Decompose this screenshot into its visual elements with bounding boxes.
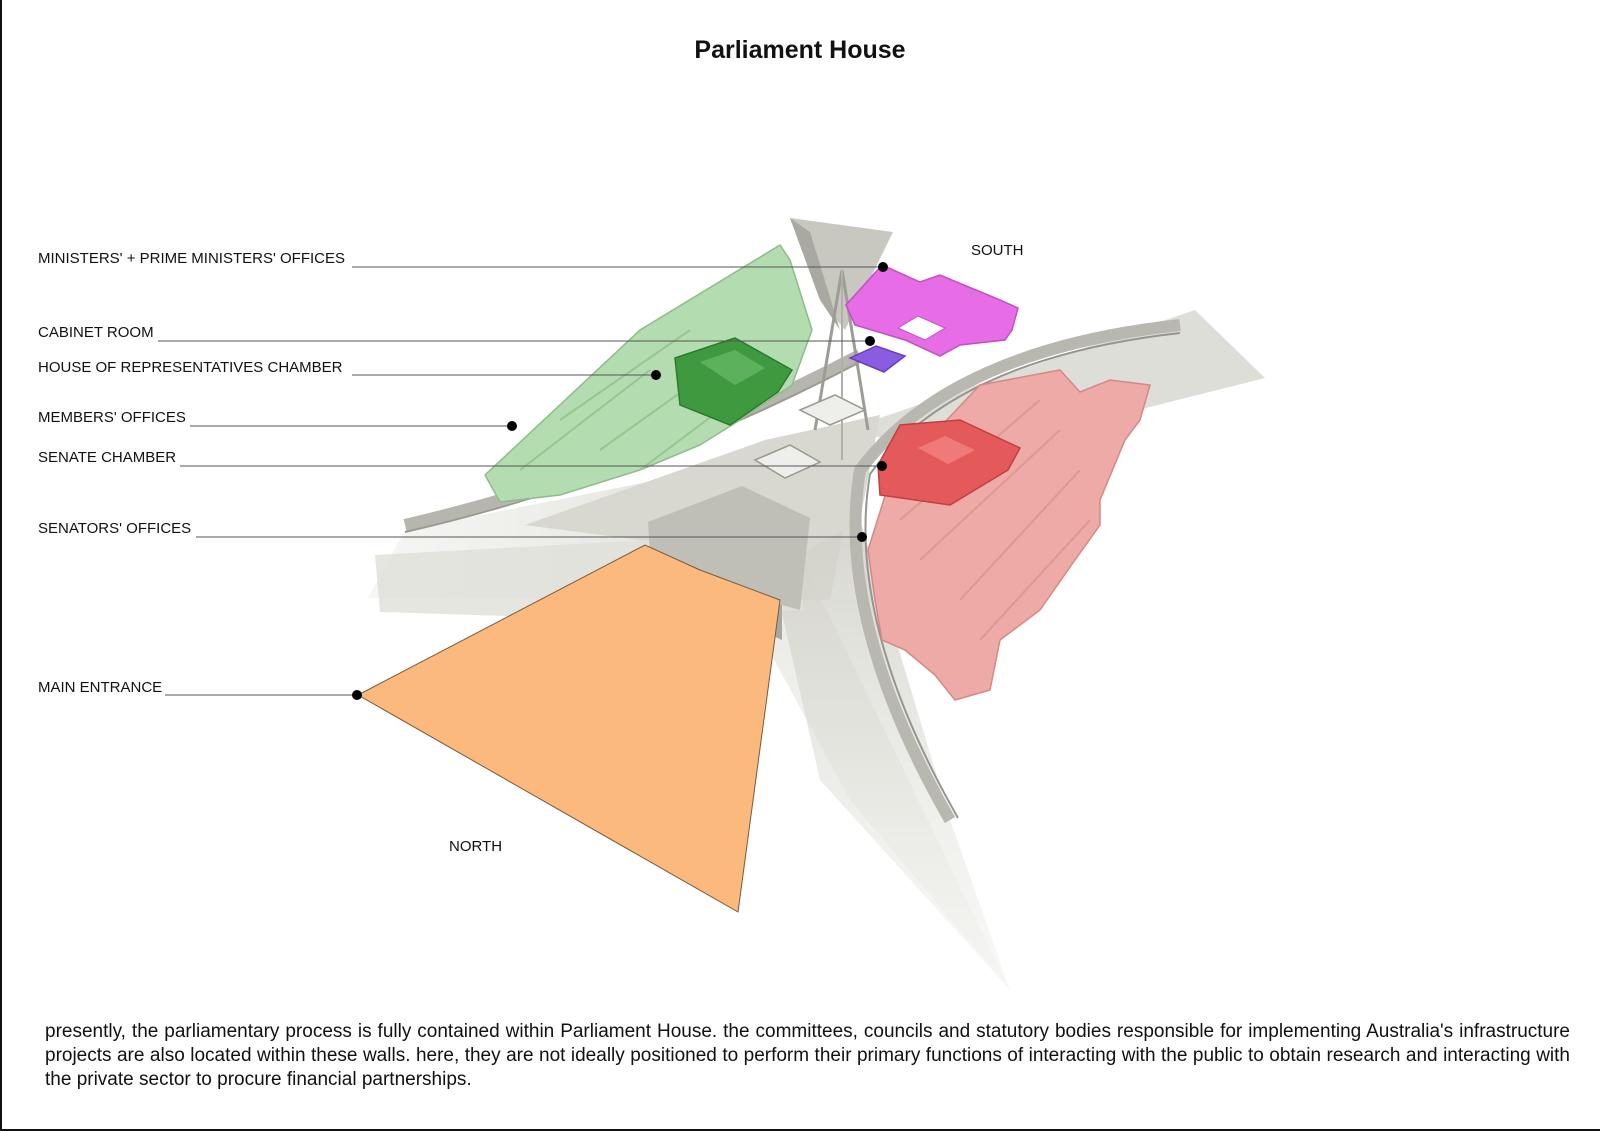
ministers-offices-shape: [845, 264, 1019, 357]
ministers-offices-wing: [845, 264, 1019, 357]
wedge-north-tip: [720, 555, 1010, 990]
main-entrance-forecourt: [356, 544, 781, 913]
south-spire-shadow: [790, 218, 840, 330]
parliament-house-diagram: MINISTERS' + PRIME MINISTERS' OFFICES CA…: [38, 218, 1265, 990]
page-title: Parliament House: [694, 36, 906, 64]
senate-chamber-top: [918, 436, 975, 464]
marker-members-offices: [507, 421, 517, 431]
curved-wall-east-edge: [864, 332, 1181, 819]
foyer-block: [648, 486, 810, 610]
label-south: SOUTH: [971, 242, 1024, 259]
senators-offices-detail: [899, 399, 1091, 641]
label-senate-chamber: SENATE CHAMBER: [38, 449, 176, 466]
label-group: MINISTERS' + PRIME MINISTERS' OFFICES CA…: [38, 242, 1024, 855]
label-ministers-offices: MINISTERS' + PRIME MINISTERS' OFFICES: [38, 250, 345, 267]
frame-border-bottom: [0, 1129, 1600, 1131]
cabinet-room-block: [848, 345, 907, 373]
marker-ministers-offices: [878, 262, 888, 272]
house-chamber-top: [700, 350, 765, 385]
building-base: [368, 218, 1265, 990]
curved-wall-east: [849, 319, 1181, 823]
label-north: NORTH: [449, 838, 502, 855]
marker-main-entrance: [352, 690, 362, 700]
label-senators-offices: SENATORS' OFFICES: [38, 520, 191, 537]
label-cabinet-room: CABINET ROOM: [38, 324, 154, 341]
caption-paragraph: presently, the parliamentary process is …: [45, 1021, 1570, 1090]
frame-border-left: [0, 0, 2, 1131]
marker-senate-chamber: [877, 461, 887, 471]
members-offices-shape: [484, 243, 813, 503]
marker-senators-offices: [857, 532, 867, 542]
courtyard-1: [798, 394, 867, 426]
ministers-courtyard: [896, 315, 947, 341]
flagpole-leg-2: [840, 269, 870, 431]
label-main-entrance: MAIN ENTRANCE: [38, 679, 162, 696]
callouts: [158, 262, 888, 700]
label-house-chamber: HOUSE OF REPRESENTATIVES CHAMBER: [38, 359, 343, 376]
courtyard-2: [753, 444, 822, 479]
marker-house-chamber: [651, 370, 661, 380]
label-members-offices: MEMBERS' OFFICES: [38, 409, 186, 426]
marker-cabinet-room: [865, 336, 875, 346]
